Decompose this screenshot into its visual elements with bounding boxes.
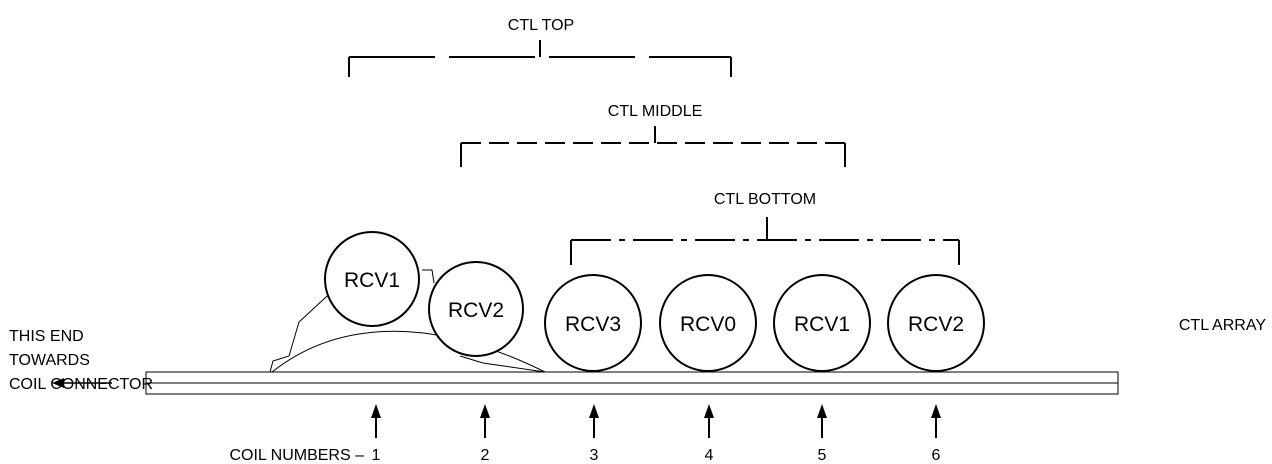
- bracket-ctl-middle: [460, 126, 846, 167]
- coil-number-arrows: [371, 404, 941, 438]
- bracket-label-ctl-bottom: CTL BOTTOM: [714, 191, 816, 208]
- up-arrow-icon: [480, 404, 490, 438]
- bracket-ctl-bottom: [570, 217, 960, 265]
- end-note-line-1: THIS END: [9, 328, 84, 345]
- bracket-label-ctl-top: CTL TOP: [508, 17, 574, 34]
- coil-support-outline: [269, 269, 546, 373]
- coil-number: 1: [372, 447, 381, 464]
- coil-5: RCV1: [773, 274, 871, 372]
- coil-label: RCV1: [344, 269, 400, 292]
- coil-number: 2: [481, 447, 490, 464]
- coil-number: 3: [590, 447, 599, 464]
- coil-6: RCV2: [887, 274, 985, 372]
- end-note-line-3: COIL CONNECTOR: [9, 376, 153, 393]
- coil-label: RCV1: [794, 313, 850, 336]
- end-note-line-2: TOWARDS: [9, 352, 90, 369]
- coil-numbers: COIL NUMBERS – 1 2 3 4 5 6: [229, 447, 940, 464]
- up-arrow-icon: [817, 404, 827, 438]
- coil-3: RCV3: [544, 274, 642, 372]
- coil-array-strip: [145, 371, 1119, 395]
- coil-2: RCV2: [428, 261, 524, 357]
- coil-number: 6: [932, 447, 941, 464]
- end-note: THIS END TOWARDS COIL CONNECTOR: [9, 328, 153, 393]
- up-arrow-icon: [931, 404, 941, 438]
- bracket-ctl-top: [348, 40, 732, 77]
- coil-1: RCV1: [324, 231, 420, 327]
- coil-numbers-prefix: COIL NUMBERS –: [229, 447, 364, 464]
- bracket-label-ctl-middle: CTL MIDDLE: [608, 103, 703, 120]
- coil-label: RCV3: [565, 313, 621, 336]
- left-arrow-icon: [52, 378, 112, 388]
- coil-number: 5: [818, 447, 827, 464]
- up-arrow-icon: [589, 404, 599, 438]
- coil-number: 4: [705, 447, 714, 464]
- coil-label: RCV2: [448, 299, 504, 322]
- coil-4: RCV0: [659, 274, 757, 372]
- up-arrow-icon: [704, 404, 714, 438]
- coil-label: RCV2: [908, 313, 964, 336]
- up-arrow-icon: [371, 404, 381, 438]
- array-label: CTL ARRAY: [1179, 317, 1266, 334]
- coil-label: RCV0: [680, 313, 736, 336]
